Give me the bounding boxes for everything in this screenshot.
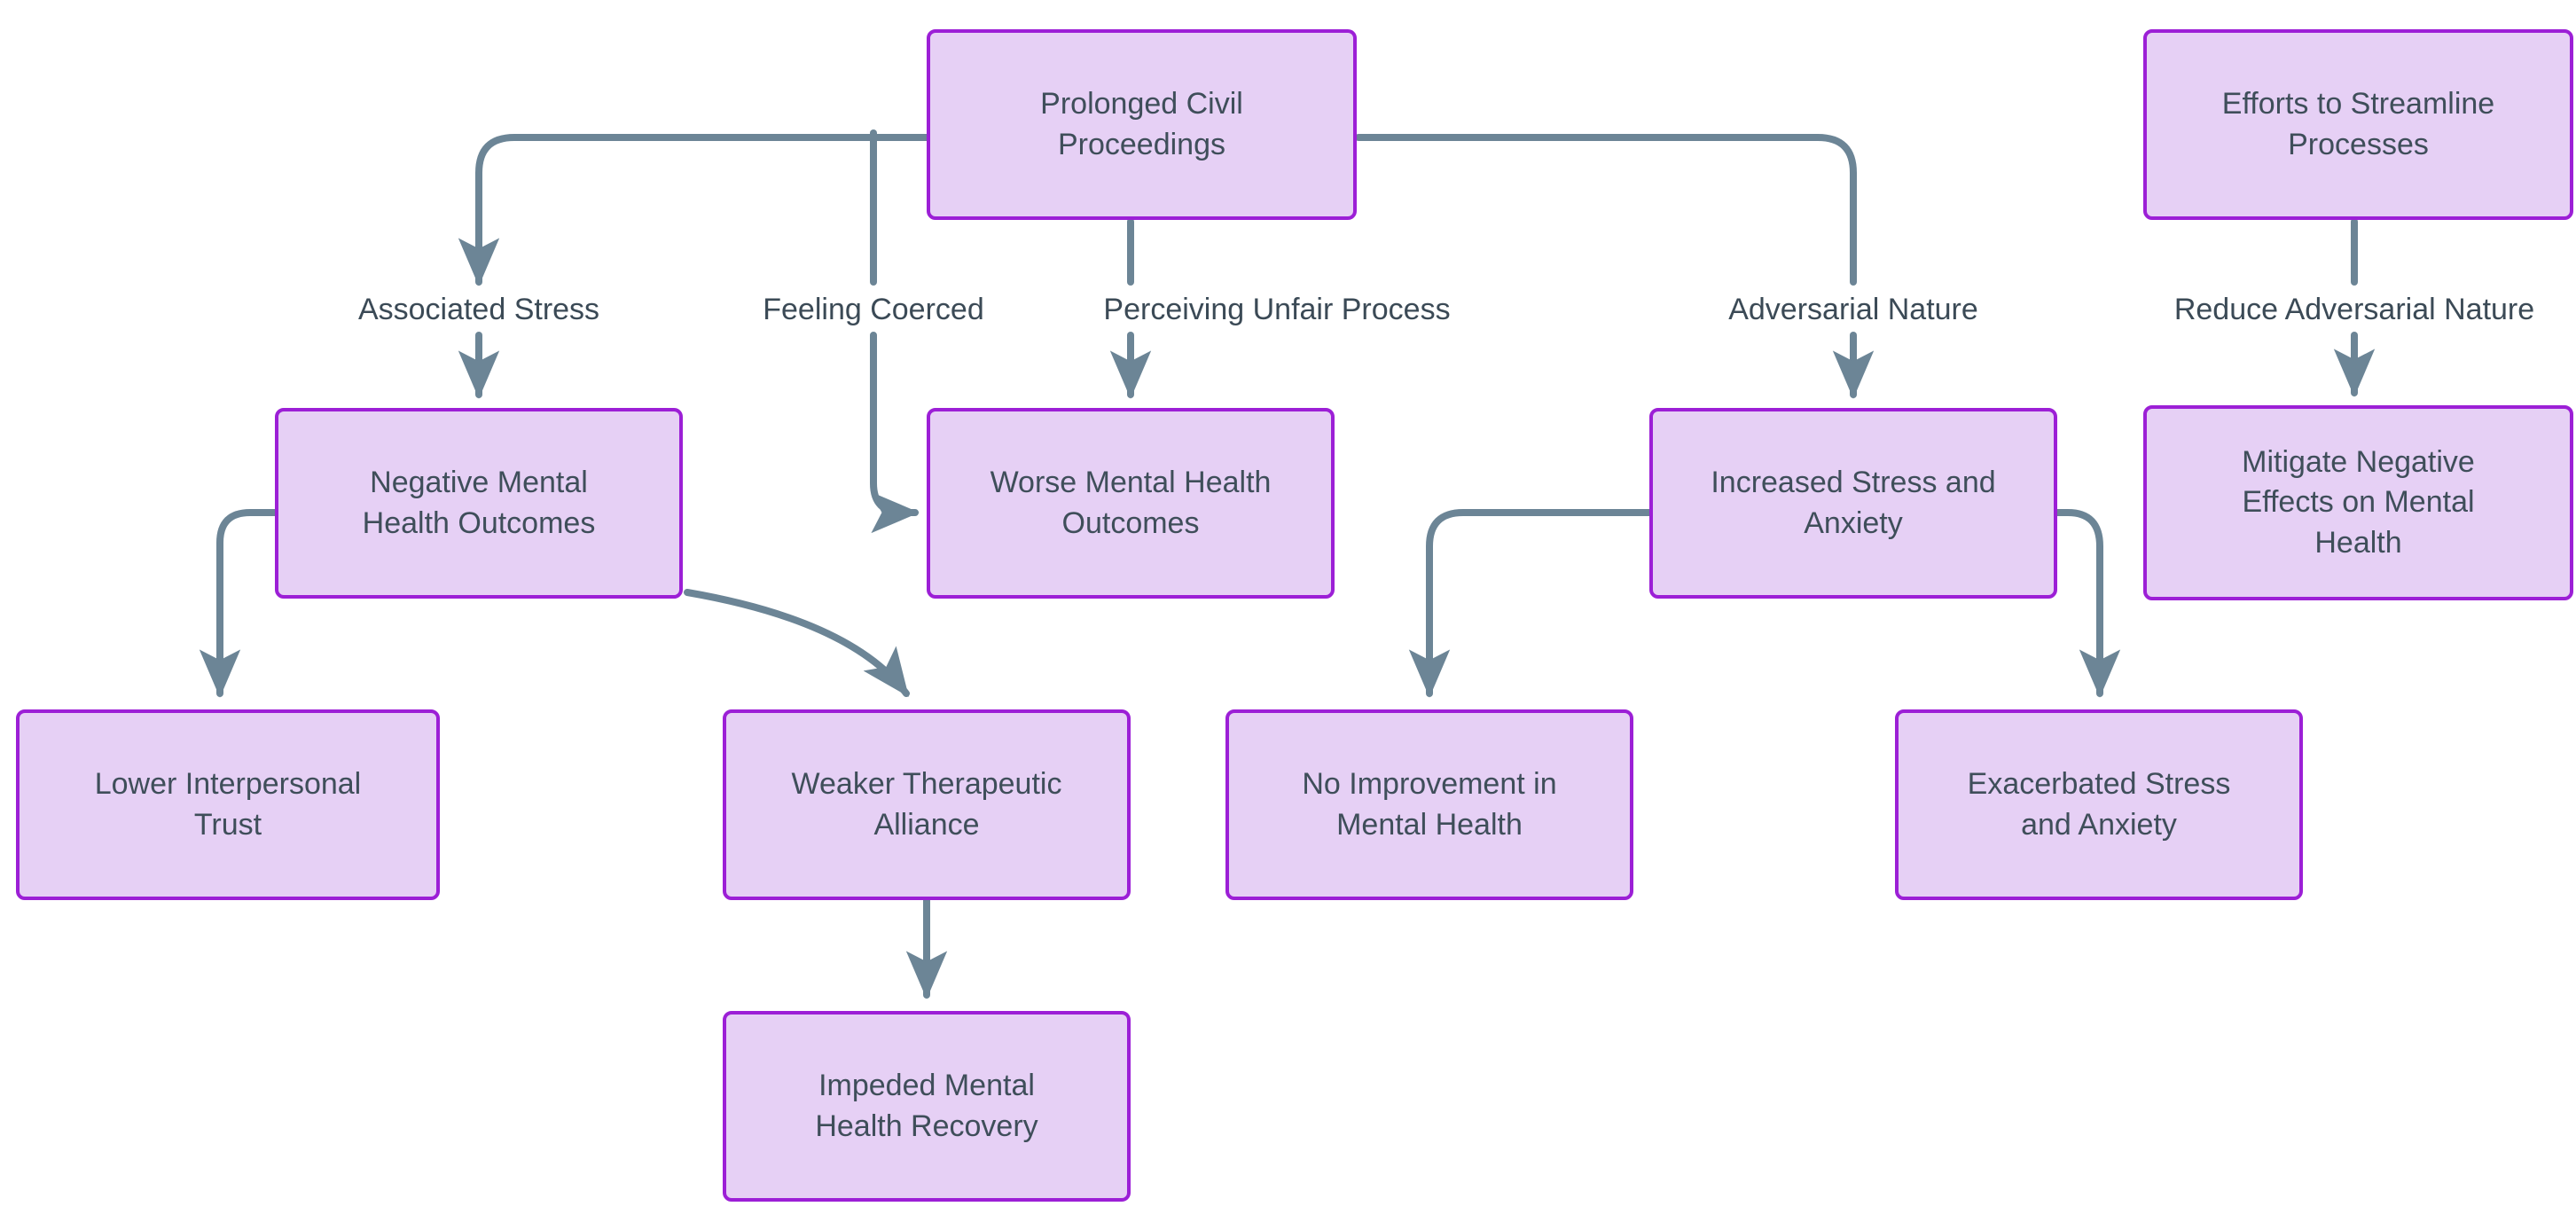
edge-increased-to-no-improvement bbox=[1408, 509, 1653, 698]
node-efforts-to-streamline-processes[interactable]: Efforts to Streamline Processes bbox=[2143, 29, 2573, 220]
edge-label-adversarial-nature: Adversarial Nature bbox=[1723, 293, 1984, 326]
edge-label-feeling-coerced: Feeling Coerced bbox=[757, 293, 990, 326]
edge-label-associated-stress: Associated Stress bbox=[352, 293, 606, 326]
node-increased-stress-and-anxiety[interactable]: Increased Stress and Anxiety bbox=[1649, 408, 2057, 599]
node-weaker-therapeutic-alliance[interactable]: Weaker Therapeutic Alliance bbox=[723, 709, 1131, 900]
node-worse-mental-health-outcomes[interactable]: Worse Mental Health Outcomes bbox=[927, 408, 1335, 599]
edge-increased-to-exacerbated bbox=[2054, 509, 2121, 698]
node-impeded-mental-health-recovery[interactable]: Impeded Mental Health Recovery bbox=[723, 1011, 1131, 1202]
node-lower-interpersonal-trust[interactable]: Lower Interpersonal Trust bbox=[16, 709, 440, 900]
edge-associated-stress bbox=[458, 134, 930, 286]
edge-negative-to-lower-trust bbox=[199, 509, 278, 698]
node-negative-mental-health-outcomes[interactable]: Negative Mental Health Outcomes bbox=[275, 408, 683, 599]
node-prolonged-civil-proceedings[interactable]: Prolonged Civil Proceedings bbox=[927, 29, 1357, 220]
node-mitigate-negative-effects-on-mental-health[interactable]: Mitigate Negative Effects on Mental Heal… bbox=[2143, 405, 2573, 600]
node-no-improvement-in-mental-health[interactable]: No Improvement in Mental Health bbox=[1225, 709, 1633, 900]
node-exacerbated-stress-and-anxiety[interactable]: Exacerbated Stress and Anxiety bbox=[1895, 709, 2303, 900]
edge-negative-to-weaker-alliance bbox=[684, 589, 910, 697]
edge-label-reduce-adversarial-nature: Reduce Adversarial Nature bbox=[2168, 293, 2541, 326]
edge-label-perceiving-unfair-process: Perceiving Unfair Process bbox=[1098, 293, 1456, 326]
edge-adversarial-nature bbox=[1355, 134, 1857, 286]
edge-feeling-coerced-lower bbox=[870, 332, 920, 534]
